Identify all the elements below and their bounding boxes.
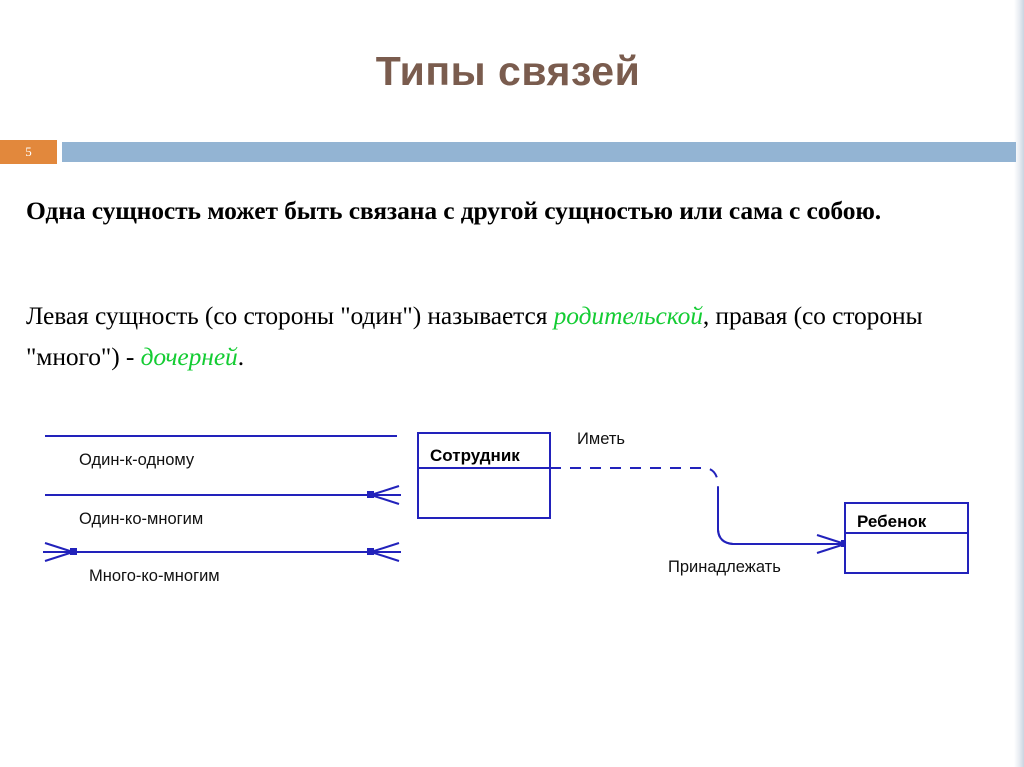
entity-rebenok[interactable]: Ребенок <box>844 502 969 574</box>
crows-foot-icon <box>367 542 401 562</box>
relationship-prinadlezhat[interactable]: Принадлежать <box>668 492 848 576</box>
page-number-label: 5 <box>25 144 32 159</box>
er-diagram: Один-к-одному Один-ко-многим <box>0 400 1024 620</box>
entity-name-rebenok: Ребенок <box>857 512 927 531</box>
entity-sotrudnik[interactable]: Сотрудник <box>417 432 551 519</box>
page-edge-shadow <box>1014 0 1024 767</box>
page-number-badge: 5 <box>0 140 57 164</box>
crows-foot-icon <box>367 485 401 505</box>
highlight-child-term: дочерней <box>140 342 238 371</box>
crows-foot-icon <box>43 542 77 562</box>
legend-label-one-to-many: Один-ко-многим <box>79 510 203 528</box>
legend-label-one-to-one: Один-к-одному <box>79 451 195 469</box>
entity-name-sotrudnik: Сотрудник <box>430 446 520 465</box>
relationship-label-imet: Иметь <box>577 430 625 448</box>
page-title: Типы связей <box>375 48 641 94</box>
legend-item-one-to-many: Один-ко-многим <box>45 485 401 528</box>
paragraph-sides-part2: , правая (со стороны "много") - <box>26 301 923 371</box>
legend-label-many-to-many: Много-ко-многим <box>89 567 220 585</box>
relationship-line-imet <box>550 467 838 545</box>
relationship-label-prinadlezhat: Принадлежать <box>668 558 781 576</box>
header-accent-bar <box>62 142 1016 162</box>
paragraph-sides-part1: Левая сущность (со стороны "один") назыв… <box>26 301 554 330</box>
paragraph-sides-part3: . <box>237 342 244 371</box>
legend-item-many-to-many: Много-ко-многим <box>43 542 401 585</box>
paragraph-sides: Левая сущность (со стороны "один") назыв… <box>26 295 1001 377</box>
relationship-imet[interactable]: Иметь <box>550 430 838 545</box>
highlight-parent-term: родительской <box>553 301 703 330</box>
entity-box-sotrudnik <box>417 432 551 519</box>
relationship-line-prinadlezhat <box>717 492 838 545</box>
crows-foot-icon <box>815 534 848 554</box>
legend-item-one-to-one: Один-к-одному <box>45 435 397 469</box>
entity-box-rebenok <box>844 502 969 574</box>
paragraph-intro: Одна сущность может быть связана с друго… <box>26 196 882 225</box>
